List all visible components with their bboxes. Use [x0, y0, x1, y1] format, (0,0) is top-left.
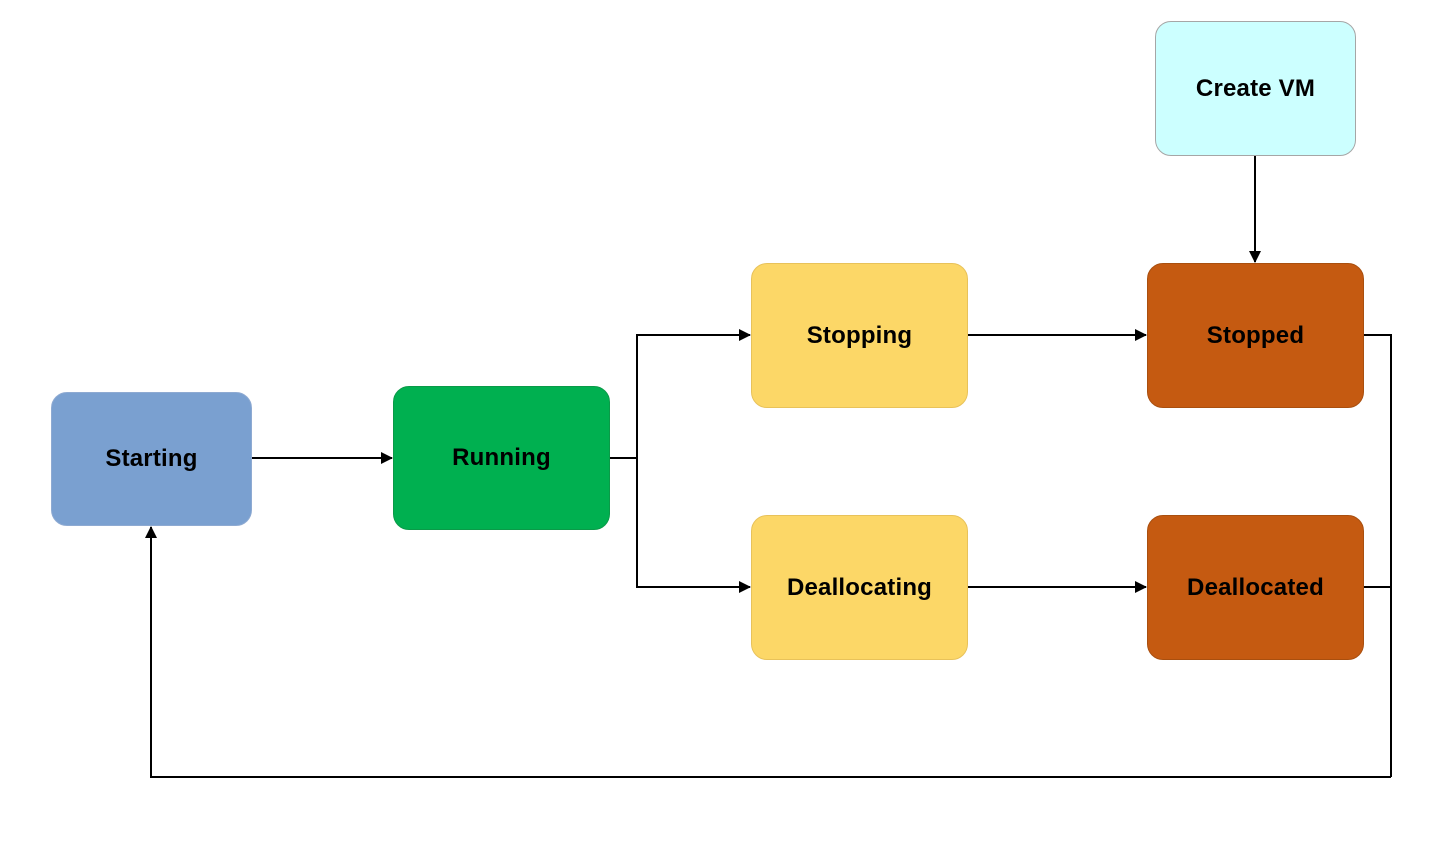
node-deallocated: Deallocated — [1147, 515, 1364, 660]
node-stopping: Stopping — [751, 263, 968, 408]
node-starting: Starting — [51, 392, 252, 526]
node-stopped-label: Stopped — [1206, 321, 1305, 349]
node-deallocated-label: Deallocated — [1187, 573, 1324, 601]
node-starting-label: Starting — [105, 445, 198, 472]
node-create-vm-label: Create VM — [1195, 74, 1316, 102]
node-stopped: Stopped — [1147, 263, 1364, 408]
node-running: Running — [393, 386, 610, 530]
node-deallocating-label: Deallocating — [786, 573, 933, 601]
node-running-label: Running — [452, 444, 551, 471]
node-create-vm: Create VM — [1155, 21, 1356, 156]
node-stopping-label: Stopping — [806, 321, 913, 349]
node-deallocating: Deallocating — [751, 515, 968, 660]
edge-return-to-starting — [145, 526, 1391, 778]
edge-stopped-return — [1364, 334, 1392, 777]
edge-running-branch-trunk — [610, 335, 638, 587]
